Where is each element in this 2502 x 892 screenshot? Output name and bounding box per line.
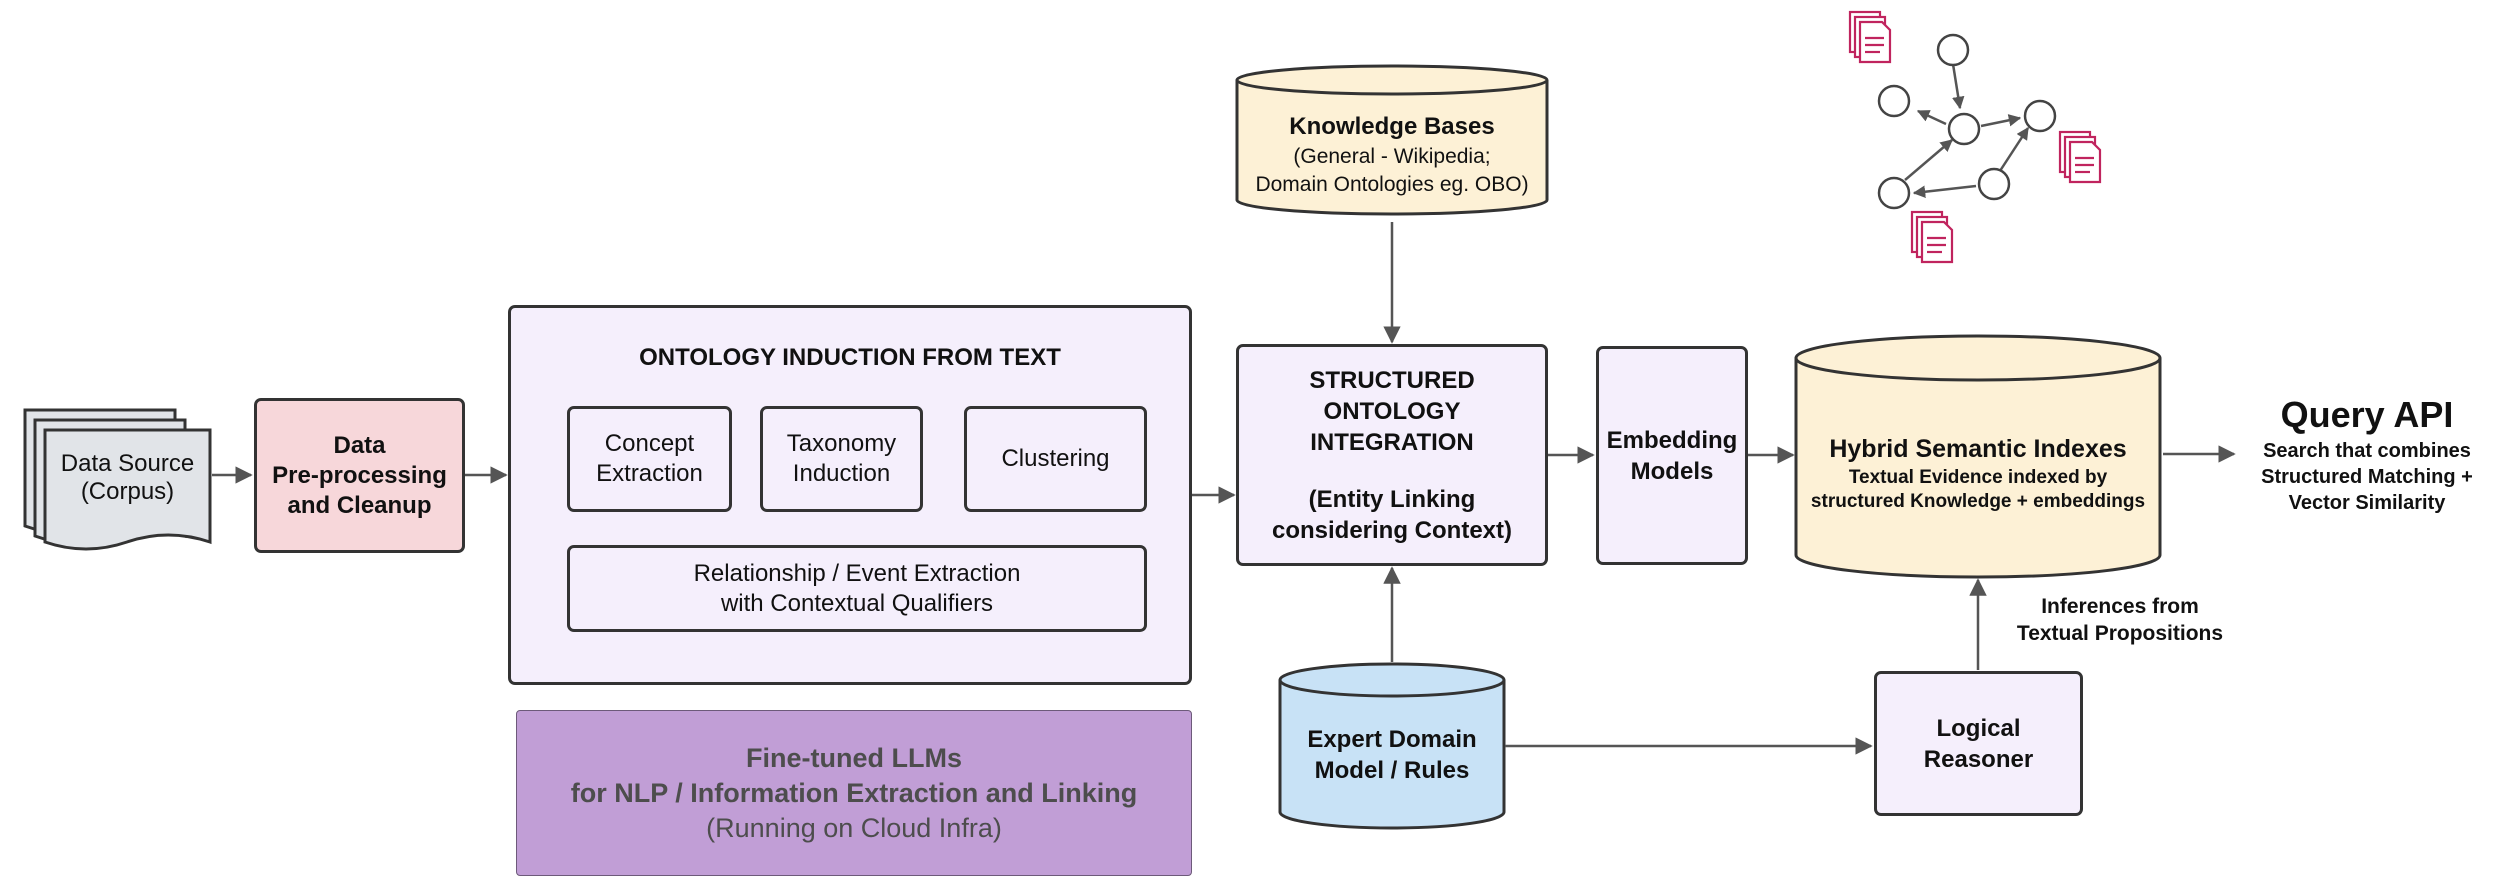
data-source-line1: Data Source	[60, 450, 195, 477]
preprocessing-box[interactable]: Data Pre-processing and Cleanup	[254, 398, 465, 553]
knowledge-bases-line3: Domain Ontologies eg. OBO)	[1255, 173, 1529, 196]
embedding-line1: Embedding	[1606, 426, 1738, 454]
integration-line5: considering Context)	[1271, 516, 1512, 544]
inferences-line1: Inferences from	[2041, 595, 2199, 618]
inferences-line2: Textual Propositions	[2016, 622, 2224, 645]
llm-line3: (Running on Cloud Infra)	[706, 812, 1002, 843]
llm-line2: for NLP / Information Extraction and Lin…	[570, 777, 1138, 808]
data-source-stack	[23, 408, 212, 551]
taxonomy-line2: Induction	[792, 460, 891, 487]
hybrid-index-line2: Textual Evidence indexed by	[1848, 467, 2108, 488]
logical-reasoner-box[interactable]: Logical Reasoner	[1874, 671, 2083, 816]
query-api-title: Query API	[2280, 394, 2454, 435]
relationship-line1: Relationship / Event Extraction	[693, 559, 1021, 587]
structured-integration-box[interactable]: STRUCTURED ONTOLOGY INTEGRATION (Entity …	[1236, 344, 1548, 566]
integration-line4: (Entity Linking	[1308, 485, 1476, 513]
arrows	[212, 222, 2236, 755]
expert-domain-cylinder	[1278, 662, 1506, 830]
expert-domain-line1: Expert Domain	[1307, 726, 1477, 753]
llm-line1: Fine-tuned LLMs	[746, 742, 962, 773]
concept-extraction-box[interactable]: Concept Extraction	[567, 406, 732, 512]
concept-line1: Concept	[604, 430, 695, 457]
preprocessing-line1: Data	[333, 431, 386, 459]
integration-line3: INTEGRATION	[1310, 428, 1474, 456]
knowledge-bases-line2: (General - Wikipedia;	[1293, 145, 1491, 168]
knowledge-bases-label: Knowledge Bases (General - Wikipedia; Do…	[1237, 108, 1547, 202]
llm-box[interactable]: Fine-tuned LLMs for NLP / Information Ex…	[516, 710, 1192, 876]
knowledge-graph-icon	[1848, 10, 2102, 264]
hybrid-index-label: Hybrid Semantic Indexes Textual Evidence…	[1796, 428, 2160, 518]
data-source-label: Data Source (Corpus)	[45, 432, 210, 524]
embedding-models-box[interactable]: Embedding Models	[1596, 346, 1748, 565]
expert-domain-label: Expert Domain Model / Rules	[1280, 710, 1504, 800]
query-api-label: Query API Search that combines Structure…	[2238, 388, 2496, 520]
embedding-line2: Models	[1630, 457, 1714, 485]
inferences-label: Inferences from Textual Propositions	[1990, 590, 2250, 650]
relationship-line2: with Contextual Qualifiers	[720, 589, 994, 617]
preprocessing-line3: and Cleanup	[287, 491, 432, 519]
relationship-extraction-box[interactable]: Relationship / Event Extraction with Con…	[567, 545, 1147, 632]
concept-line2: Extraction	[596, 460, 703, 487]
expert-domain-line2: Model / Rules	[1314, 757, 1470, 784]
ontology-induction-title: ONTOLOGY INDUCTION FROM TEXT	[639, 344, 1061, 371]
data-source-line2: (Corpus)	[80, 478, 175, 505]
hybrid-index-cylinder	[1794, 334, 2162, 579]
knowledge-bases-title: Knowledge Bases	[1289, 113, 1495, 140]
preprocessing-line2: Pre-processing	[272, 461, 447, 489]
hybrid-index-title: Hybrid Semantic Indexes	[1829, 435, 2127, 463]
taxonomy-line1: Taxonomy	[786, 430, 897, 457]
hybrid-index-line3: structured Knowledge + embeddings	[1810, 491, 2146, 512]
clustering-box[interactable]: Clustering	[964, 406, 1147, 512]
integration-line2: ONTOLOGY	[1323, 397, 1461, 425]
knowledge-bases-cylinder	[1235, 64, 1549, 216]
taxonomy-induction-box[interactable]: Taxonomy Induction	[760, 406, 923, 512]
query-api-line2: Structured Matching +	[2261, 466, 2473, 488]
document-icons	[1848, 10, 2102, 264]
clustering-label: Clustering	[1001, 445, 1110, 472]
reasoner-line1: Logical	[1936, 714, 2021, 742]
integration-line1: STRUCTURED	[1309, 366, 1475, 394]
reasoner-line2: Reasoner	[1923, 745, 2034, 773]
query-api-line3: Vector Similarity	[2288, 492, 2446, 514]
query-api-line1: Search that combines	[2263, 440, 2471, 462]
